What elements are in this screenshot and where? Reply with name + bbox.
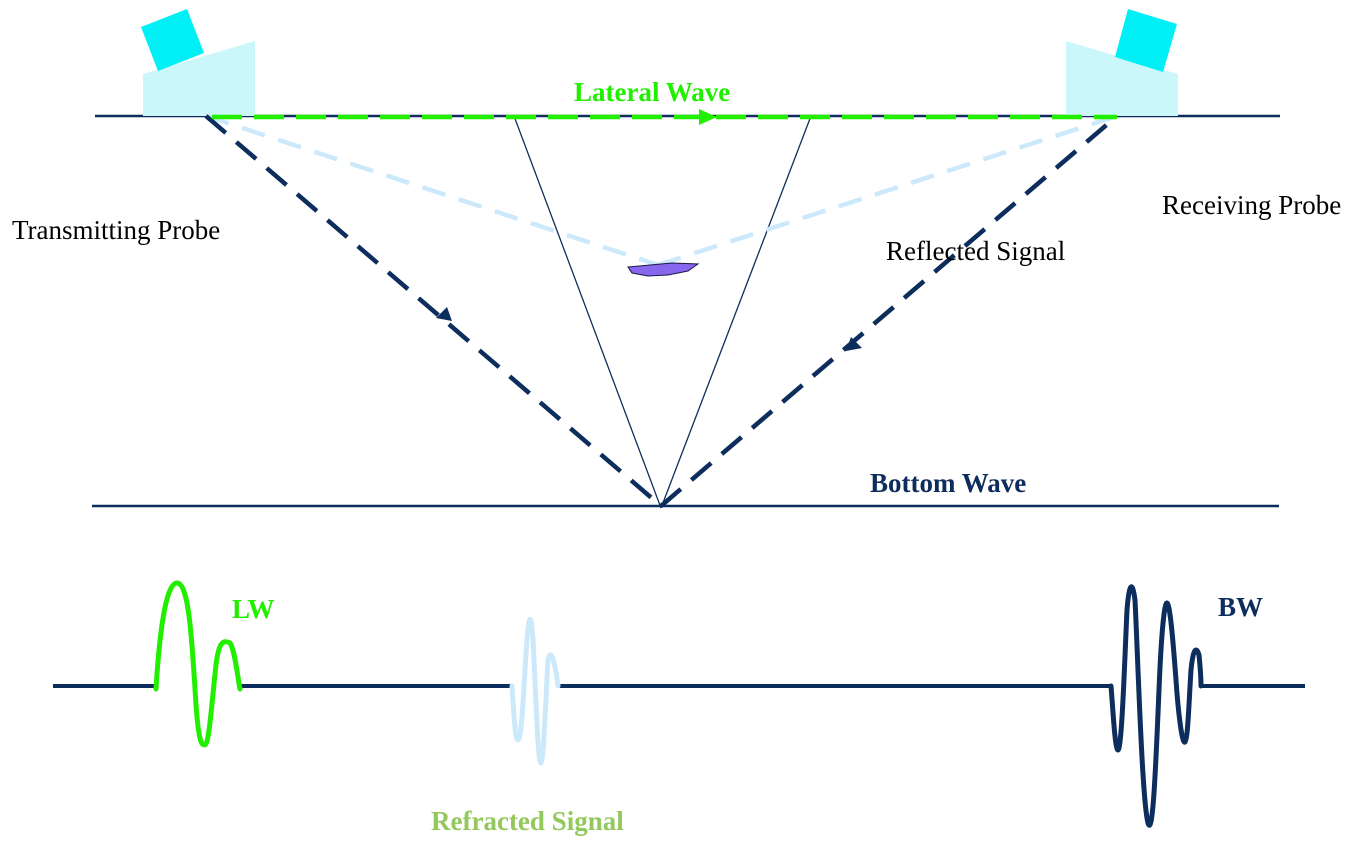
diffracted-path-down bbox=[205, 113, 659, 268]
backwall-arrow-up bbox=[846, 337, 862, 351]
diffracted-path-up bbox=[657, 113, 1118, 268]
transmitting-probe-label: Transmitting Probe bbox=[12, 215, 221, 245]
transmitting-probe-wedge bbox=[143, 41, 255, 116]
lw-signal bbox=[153, 580, 243, 748]
bw-label: BW bbox=[1218, 592, 1264, 622]
lw-label: LW bbox=[232, 594, 275, 624]
backwall-path-down bbox=[204, 114, 663, 508]
refracted-signal-label: Refracted Signal bbox=[431, 806, 624, 836]
reflected-signal-label: Reflected Signal bbox=[886, 236, 1066, 266]
refracted-signal-wave bbox=[509, 617, 561, 766]
receiving-probe bbox=[1066, 9, 1178, 116]
defect bbox=[627, 262, 700, 277]
beam-edge-line-left bbox=[513, 115, 662, 509]
transmitting-probe-crystal bbox=[141, 9, 204, 71]
bw-signal bbox=[1108, 584, 1204, 828]
lateral-wave-label: Lateral Wave bbox=[574, 77, 731, 107]
receiving-probe-crystal bbox=[1115, 9, 1177, 72]
lateral-wave-arrow bbox=[699, 109, 717, 125]
beam-edge-line-right bbox=[660, 115, 812, 509]
backwall-arrow-down bbox=[436, 307, 452, 321]
transmitting-probe bbox=[141, 9, 255, 116]
a-scan bbox=[53, 580, 1305, 828]
receiving-probe-wedge bbox=[1066, 41, 1178, 116]
backwall-path-up bbox=[659, 114, 1119, 508]
bottom-wave-label: Bottom Wave bbox=[870, 468, 1027, 498]
receiving-probe-label: Receiving Probe bbox=[1162, 190, 1342, 220]
